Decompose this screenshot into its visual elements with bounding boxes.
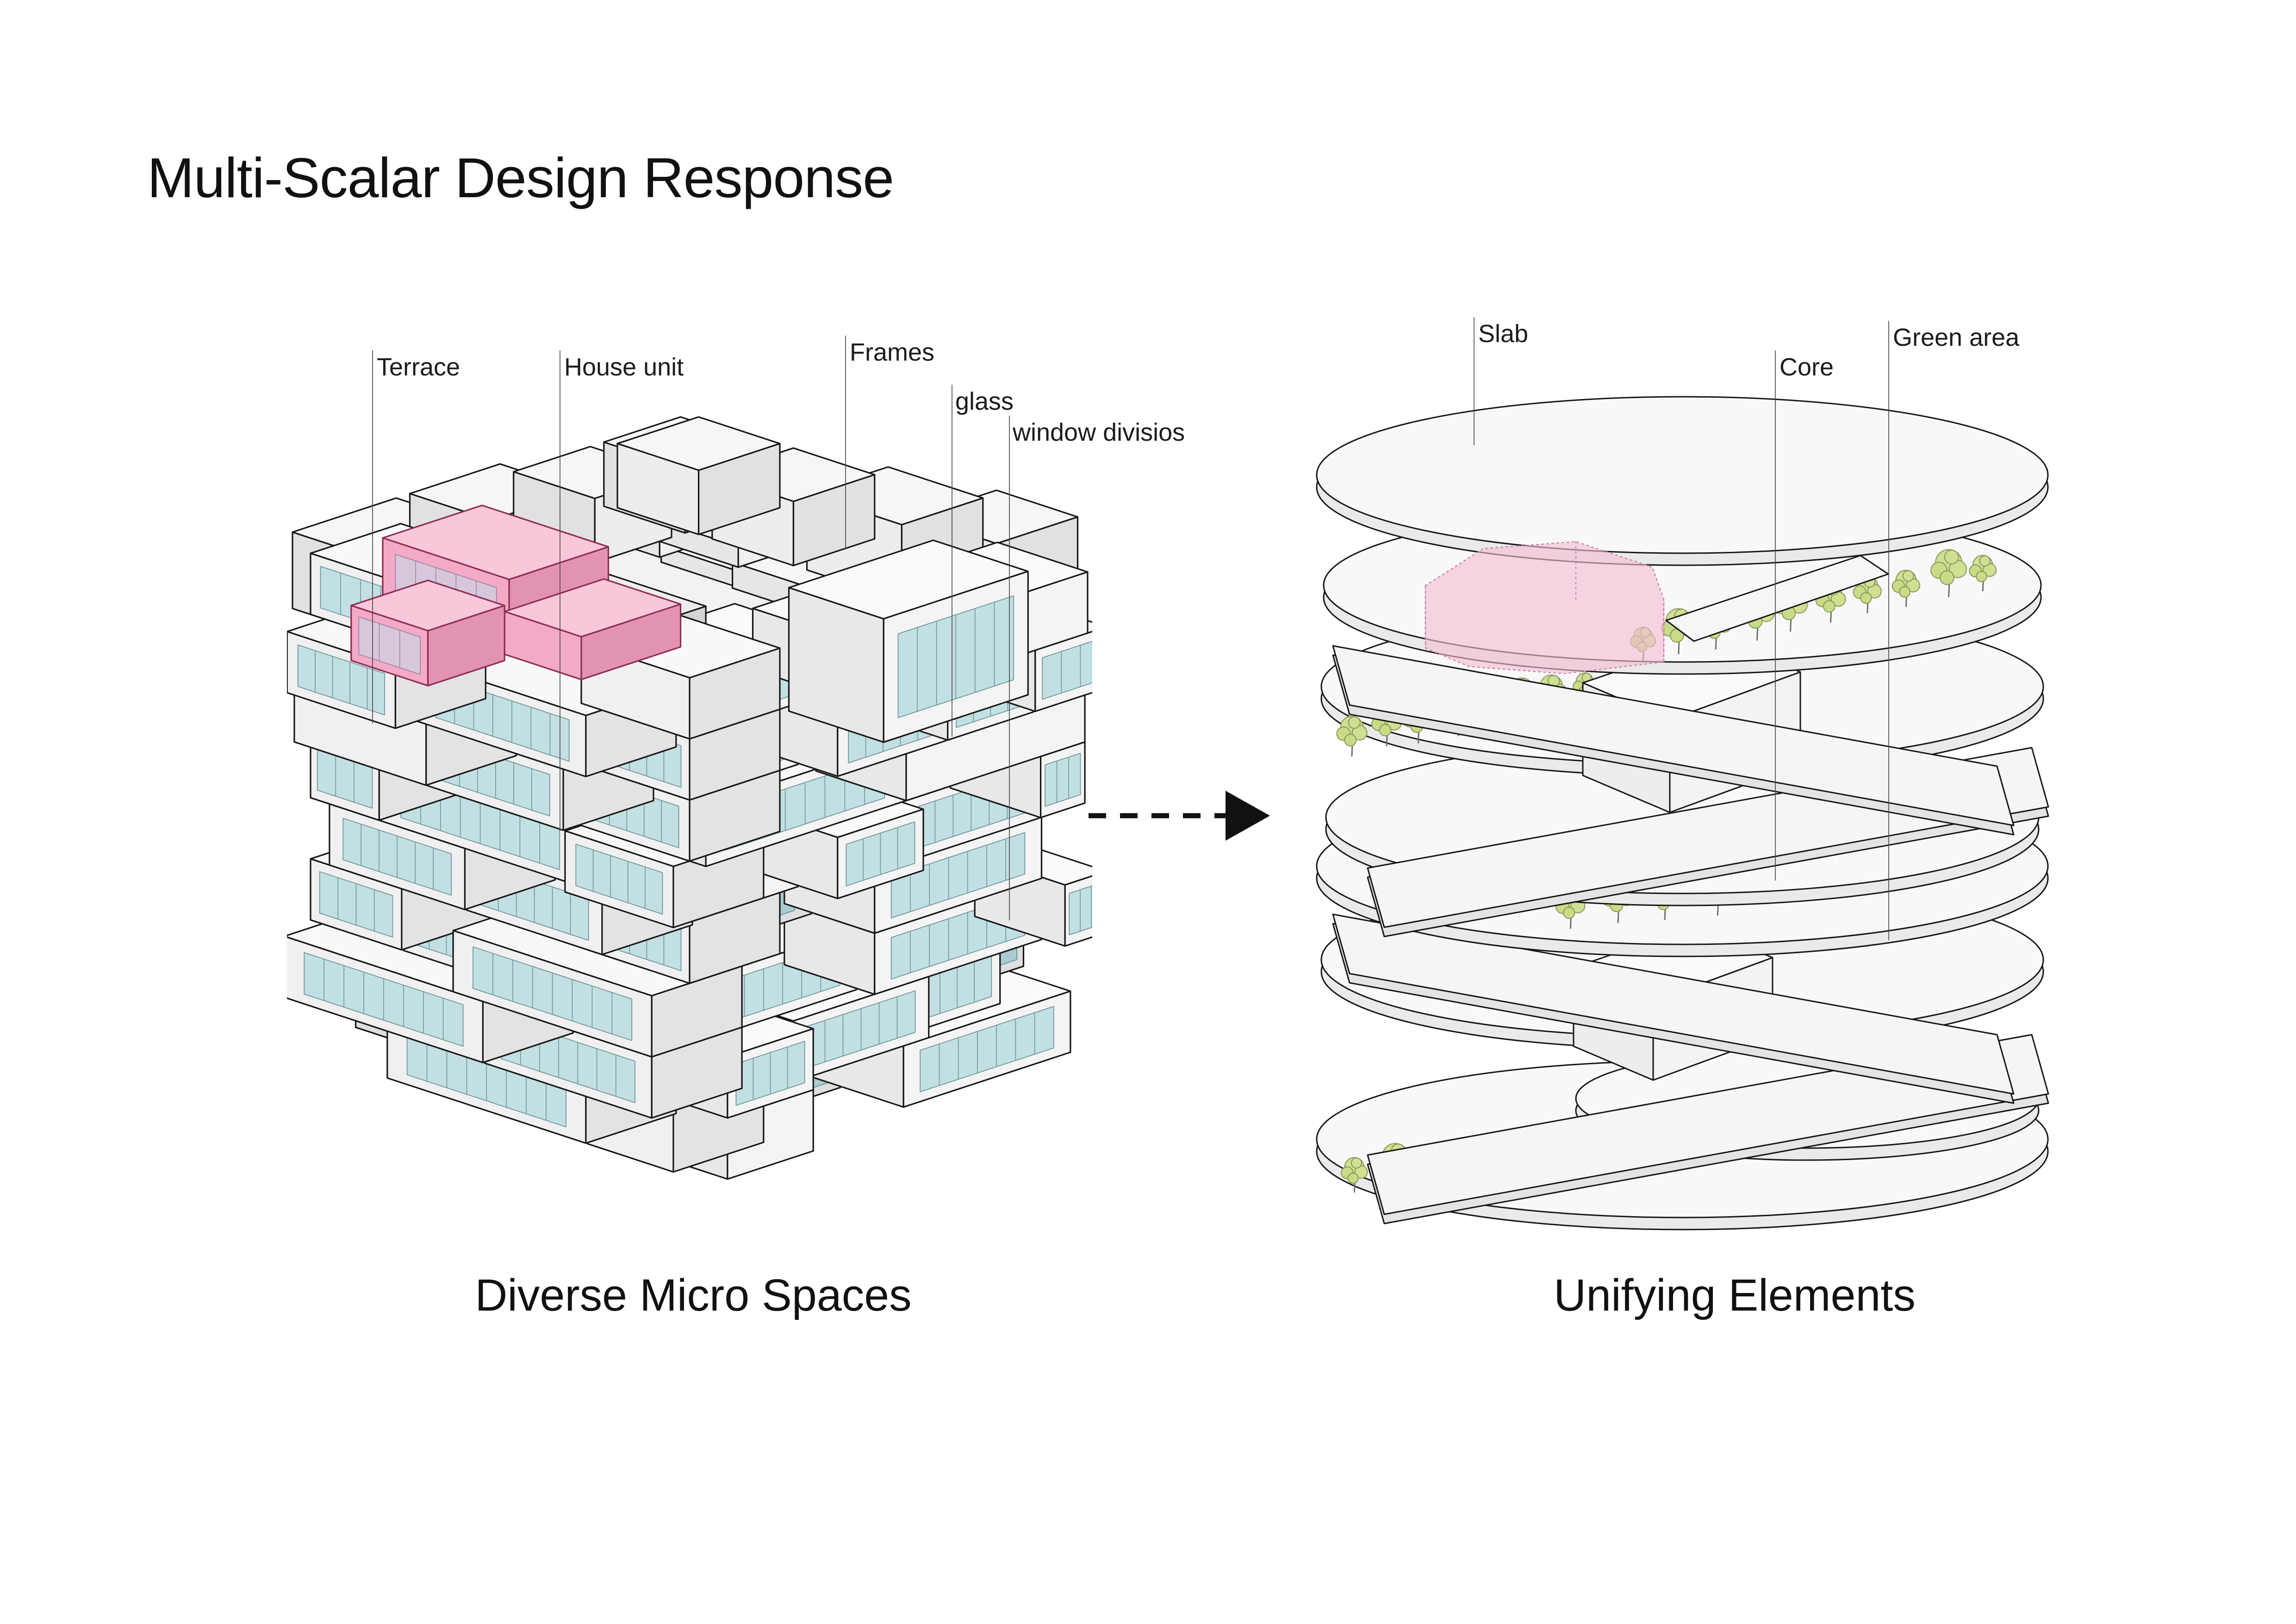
frames-label: Frames bbox=[850, 338, 935, 366]
green-area-label: Green area bbox=[1893, 324, 2020, 351]
terrace-label: Terrace bbox=[377, 353, 460, 381]
core-label: Core bbox=[1780, 353, 1834, 381]
core-leader-line bbox=[1775, 350, 1776, 881]
glass-label: glass bbox=[955, 387, 1014, 415]
micro-spaces-illustration bbox=[287, 416, 1092, 1180]
micro-spaces-diagram bbox=[287, 324, 1092, 1278]
slab-label: Slab bbox=[1478, 320, 1529, 348]
right-diagram-caption: Unifying Elements bbox=[1554, 1270, 1916, 1320]
terrace-leader-line bbox=[372, 350, 373, 724]
window-divisions-leader-line bbox=[1009, 416, 1010, 920]
left-diagram-caption: Diverse Micro Spaces bbox=[475, 1270, 912, 1320]
green-area-leader-line bbox=[1888, 321, 1889, 940]
transform-arrow-icon bbox=[1089, 791, 1270, 841]
unifying-elements-illustration bbox=[1316, 396, 2049, 1230]
slab-leader-line bbox=[1474, 317, 1475, 445]
page-title: Multi-Scalar Design Response bbox=[147, 146, 894, 209]
house-unit-label: House unit bbox=[564, 353, 684, 381]
frames-leader-line bbox=[845, 336, 846, 550]
window-divisions-label: window divisios bbox=[1013, 418, 1185, 446]
unifying-elements-diagram bbox=[1287, 296, 2101, 1292]
